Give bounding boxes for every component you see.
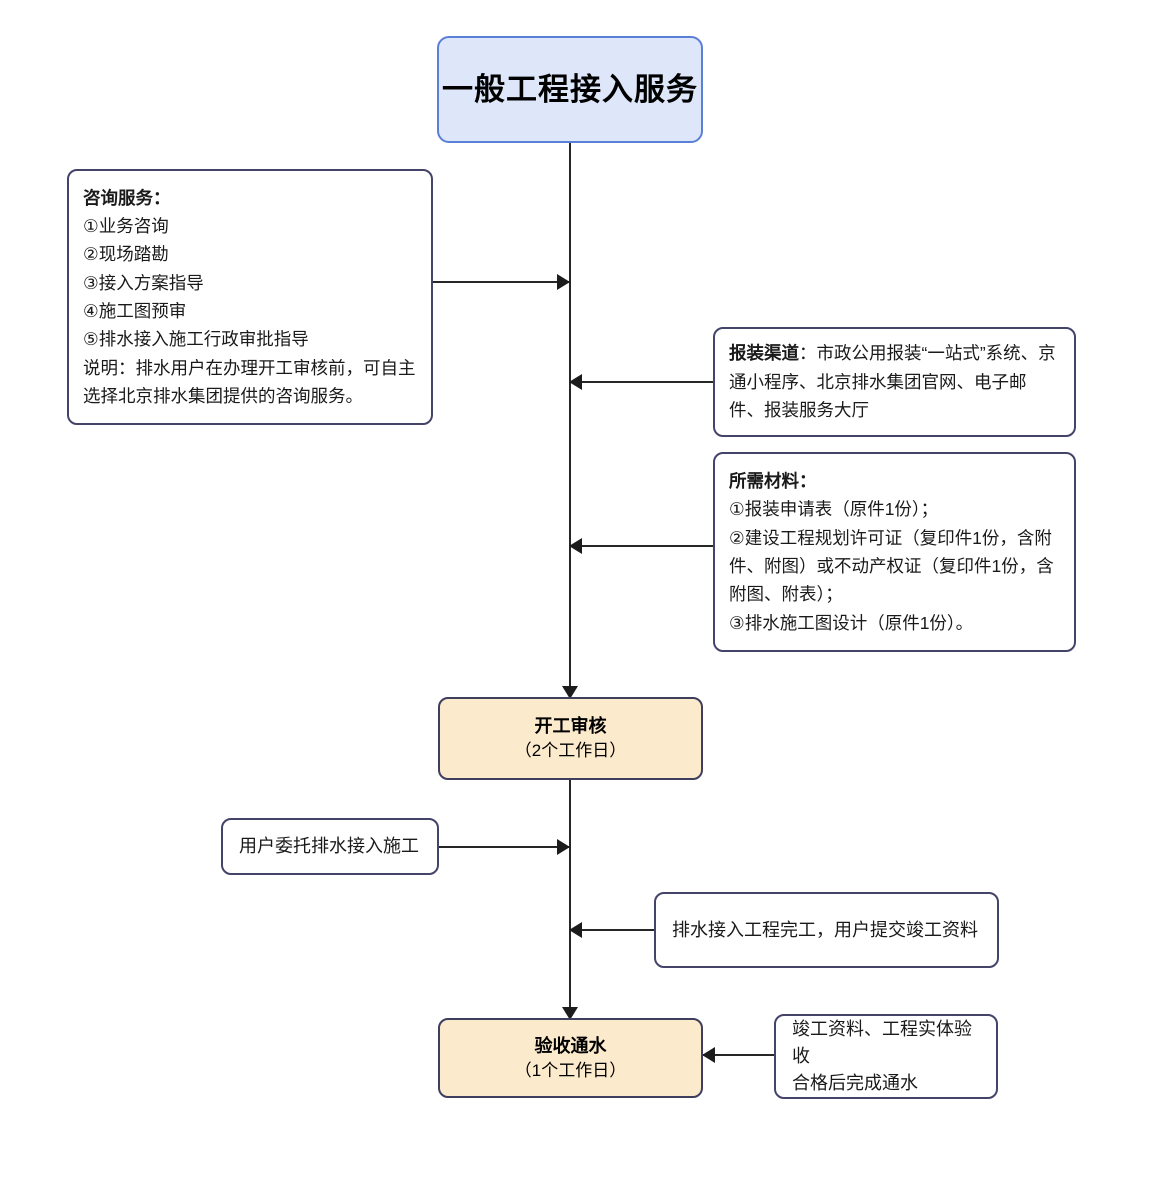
consultation-item-5: ⑤排水接入施工行政审批指导 bbox=[83, 329, 309, 350]
arrowhead-into-review bbox=[562, 686, 578, 699]
materials-item-3: ③排水施工图设计（原件1份）。 bbox=[729, 612, 974, 633]
materials-body: 所需材料： ①报装申请表（原件1份）； ②建设工程规划许可证（复印件1份，含附件… bbox=[715, 457, 1074, 647]
connector-completion-to-spine bbox=[570, 929, 655, 931]
channel-body: 报装渠道：市政公用报装“一站式”系统、京通小程序、北京排水集团官网、电子邮件、报… bbox=[715, 329, 1074, 434]
arrowhead-materials bbox=[569, 538, 582, 554]
acceptance-duration: （1个工作日） bbox=[514, 1060, 627, 1080]
arrowhead-into-acceptance bbox=[562, 1007, 578, 1020]
connector-acceptance-note-to-box bbox=[703, 1054, 775, 1056]
node-title-label: 一般工程接入服务 bbox=[442, 71, 698, 107]
materials-item-2: ②建设工程规划许可证（复印件1份，含附件、附图）或不动产权证（复印件1份，含附图… bbox=[729, 527, 1054, 605]
node-acceptance-criteria[interactable]: 竣工资料、工程实体验收 合格后完成通水 bbox=[774, 1014, 998, 1099]
construction-review-duration: （2个工作日） bbox=[514, 741, 627, 761]
connector-consult-to-spine bbox=[432, 281, 570, 283]
arrowhead-consult bbox=[557, 274, 570, 290]
connector-spine-lower bbox=[569, 780, 571, 1018]
acceptance-note-line-2: 合格后完成通水 bbox=[792, 1073, 918, 1093]
completion-text: 排水接入工程完工，用户提交竣工资料 bbox=[672, 919, 978, 940]
acceptance-label: 验收通水 bbox=[534, 1035, 607, 1056]
channel-text-wrapper: 报装渠道：市政公用报装“一站式”系统、京通小程序、北京排水集团官网、电子邮件、报… bbox=[729, 339, 1060, 424]
arrowhead-channel bbox=[569, 374, 582, 390]
arrowhead-completion bbox=[569, 922, 582, 938]
channel-heading: 报装渠道 bbox=[729, 343, 799, 364]
construction-review-label: 开工审核 bbox=[534, 716, 607, 737]
node-required-materials[interactable]: 所需材料： ①报装申请表（原件1份）； ②建设工程规划许可证（复印件1份，含附件… bbox=[713, 452, 1076, 652]
consultation-item-1: ①业务咨询 bbox=[83, 215, 169, 236]
connector-spine-upper bbox=[569, 141, 571, 697]
connector-materials-to-spine bbox=[570, 545, 715, 547]
materials-heading: 所需材料： bbox=[729, 470, 817, 491]
node-title[interactable]: 一般工程接入服务 bbox=[437, 36, 703, 143]
consultation-item-3: ③接入方案指导 bbox=[83, 272, 204, 293]
node-acceptance-water-supply[interactable]: 验收通水 （1个工作日） bbox=[438, 1018, 703, 1098]
materials-item-1: ①报装申请表（原件1份）； bbox=[729, 499, 939, 520]
consultation-body: 咨询服务： ①业务咨询 ②现场踏勘 ③接入方案指导 ④施工图预审 ⑤排水接入施工… bbox=[69, 174, 431, 421]
node-construction-review[interactable]: 开工审核 （2个工作日） bbox=[438, 697, 703, 780]
node-consultation-services[interactable]: 咨询服务： ①业务咨询 ②现场踏勘 ③接入方案指导 ④施工图预审 ⑤排水接入施工… bbox=[67, 169, 433, 425]
entrust-text: 用户委托排水接入施工 bbox=[239, 836, 419, 856]
consultation-heading: 咨询服务： bbox=[83, 187, 171, 208]
node-application-channels[interactable]: 报装渠道：市政公用报装“一站式”系统、京通小程序、北京排水集团官网、电子邮件、报… bbox=[713, 327, 1076, 437]
connector-channel-to-spine bbox=[570, 381, 715, 383]
node-user-entrust-construction[interactable]: 用户委托排水接入施工 bbox=[221, 818, 439, 875]
consultation-item-2: ②现场踏勘 bbox=[83, 244, 169, 265]
node-construction-completion[interactable]: 排水接入工程完工，用户提交竣工资料 bbox=[654, 892, 999, 968]
channel-text: 市政公用报装“一站式”系统、京通小程序、北京排水集团官网、电子邮件、报装服务大厅 bbox=[729, 343, 1056, 421]
consultation-item-4: ④施工图预审 bbox=[83, 301, 187, 321]
channel-separator: ： bbox=[799, 343, 817, 364]
acceptance-note-line-1: 竣工资料、工程实体验收 bbox=[792, 1019, 972, 1066]
arrowhead-acceptance-note bbox=[702, 1047, 715, 1063]
arrowhead-entrust bbox=[557, 839, 570, 855]
consultation-remark: 说明：排水用户在办理开工审核前，可自主选择北京排水集团提供的咨询服务。 bbox=[83, 357, 416, 407]
connector-entrust-to-spine bbox=[438, 846, 570, 848]
